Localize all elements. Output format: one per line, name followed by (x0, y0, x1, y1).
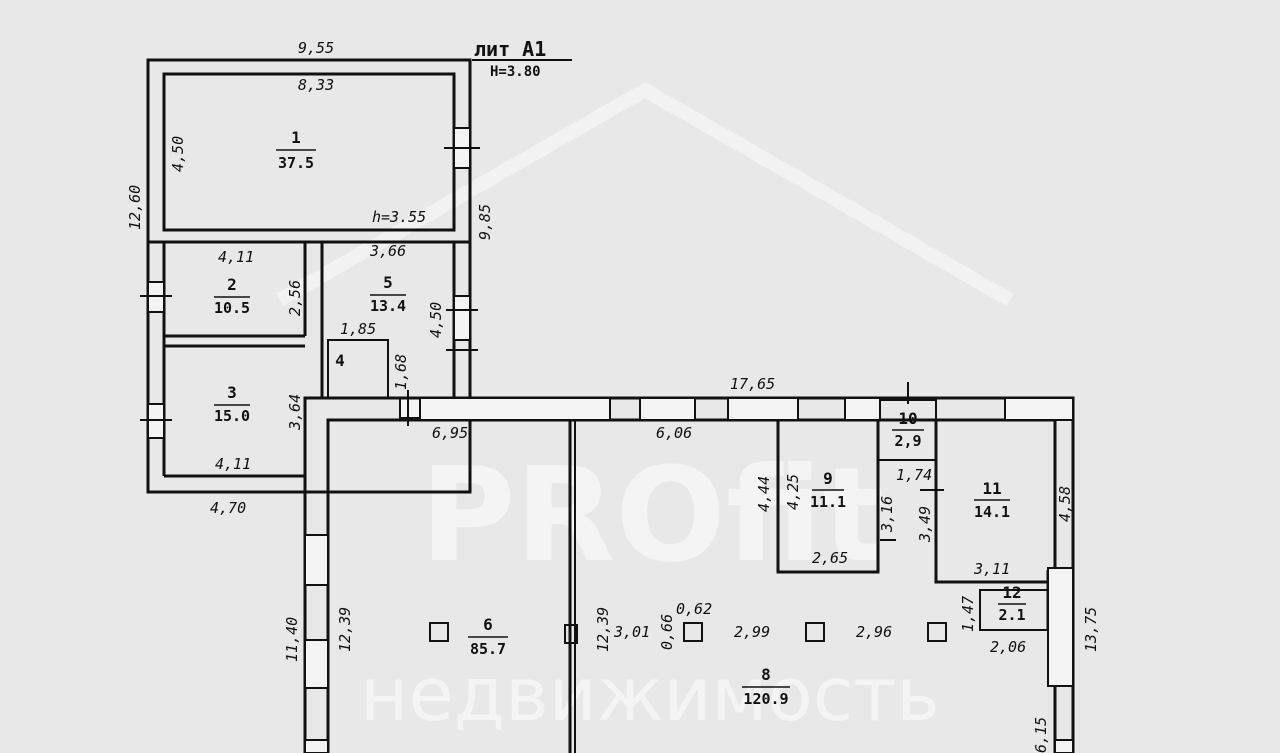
room-2-number: 2 (227, 275, 237, 294)
room-12-number: 12 (1002, 583, 1021, 602)
room-1-area: 37.5 (278, 154, 314, 172)
dim-label: 8,33 (298, 76, 334, 94)
dim-label: 2,56 (286, 280, 304, 316)
dim-label: 1,68 (392, 354, 410, 390)
dim-label: 4,50 (169, 136, 187, 172)
room-12-area: 2.1 (998, 606, 1025, 624)
room-8-area: 120.9 (743, 690, 788, 708)
dim-label: 1,47 (959, 596, 977, 632)
dim-label: 2,99 (734, 623, 770, 641)
dim-label: 6,15 (1032, 717, 1050, 753)
dim-label: 2,06 (990, 638, 1026, 656)
room-labels: 1 37.5 h=3.55 2 10.5 3 15.0 4 5 13.4 6 8… (214, 128, 1026, 708)
room-8-number: 8 (761, 665, 771, 684)
dim-label: 3,01 (613, 623, 650, 641)
dim-label: 0,62 (676, 600, 712, 618)
dim-label: 4,11 (218, 248, 254, 266)
room-10-number: 10 (898, 409, 917, 428)
room-2-area: 10.5 (214, 299, 250, 317)
room-5-number: 5 (383, 273, 393, 292)
room-1-number: 1 (291, 128, 301, 147)
room-11-number: 11 (982, 479, 1001, 498)
room-3-number: 3 (227, 383, 237, 402)
room-4-number: 4 (335, 351, 345, 370)
dim-label: 4,44 (755, 476, 773, 512)
dim-label: 3,66 (369, 242, 406, 260)
dim-label: 4,25 (784, 474, 802, 510)
room-10-area: 2,9 (894, 432, 921, 450)
dim-label: 0,66 (658, 614, 676, 650)
dim-label: 12,39 (336, 607, 354, 652)
dim-label: 4,70 (210, 499, 246, 517)
watermark-subtitle: недвижимость (360, 652, 940, 738)
dim-label: 9,55 (298, 39, 334, 57)
dim-label: 1,74 (896, 466, 932, 484)
dim-label: 6,06 (656, 424, 692, 442)
lower-windows (304, 397, 1074, 753)
watermark-brand: PROfit (420, 439, 884, 591)
dim-label: 1,85 (340, 320, 376, 338)
dimension-labels: 9,55 8,33 4,50 12,60 9,85 4,11 2,56 3,66… (126, 39, 1100, 753)
columns (429, 622, 947, 644)
dim-label: 17,65 (730, 375, 775, 393)
plan-height-note: Н=3.80 (490, 64, 541, 80)
dim-label: 4,50 (427, 302, 445, 338)
dim-label: 3,11 (973, 560, 1010, 578)
watermark: PROfit недвижимость (276, 81, 1014, 738)
dim-label: 3,16 (878, 496, 896, 533)
dim-label: 2,96 (856, 623, 892, 641)
dim-label: 4,58 (1056, 486, 1074, 522)
dim-label: 3,64 (286, 394, 304, 431)
room-9-number: 9 (823, 469, 833, 488)
room-11-area: 14.1 (974, 503, 1010, 521)
tick-marks (140, 147, 944, 541)
plan-title: лит А1 (474, 37, 546, 61)
dim-label: 12,39 (594, 607, 612, 652)
dim-label: 9,85 (476, 204, 494, 240)
dim-label: 13,75 (1082, 607, 1100, 652)
room-1-height: h=3.55 (372, 208, 426, 226)
dim-label: 12,60 (126, 185, 144, 230)
dim-label: 6,95 (432, 424, 468, 442)
room-6-area: 85.7 (470, 640, 506, 658)
room-6-number: 6 (483, 615, 493, 634)
room-5-area: 13.4 (370, 297, 406, 315)
room-9-area: 11.1 (810, 493, 846, 511)
dim-label: 11,40 (283, 617, 301, 662)
room-3-area: 15.0 (214, 407, 250, 425)
watermark-roof (276, 81, 1014, 307)
dim-label: 4,11 (215, 455, 251, 473)
dim-label: 3,49 (916, 506, 934, 543)
dim-label: 2,65 (812, 549, 848, 567)
